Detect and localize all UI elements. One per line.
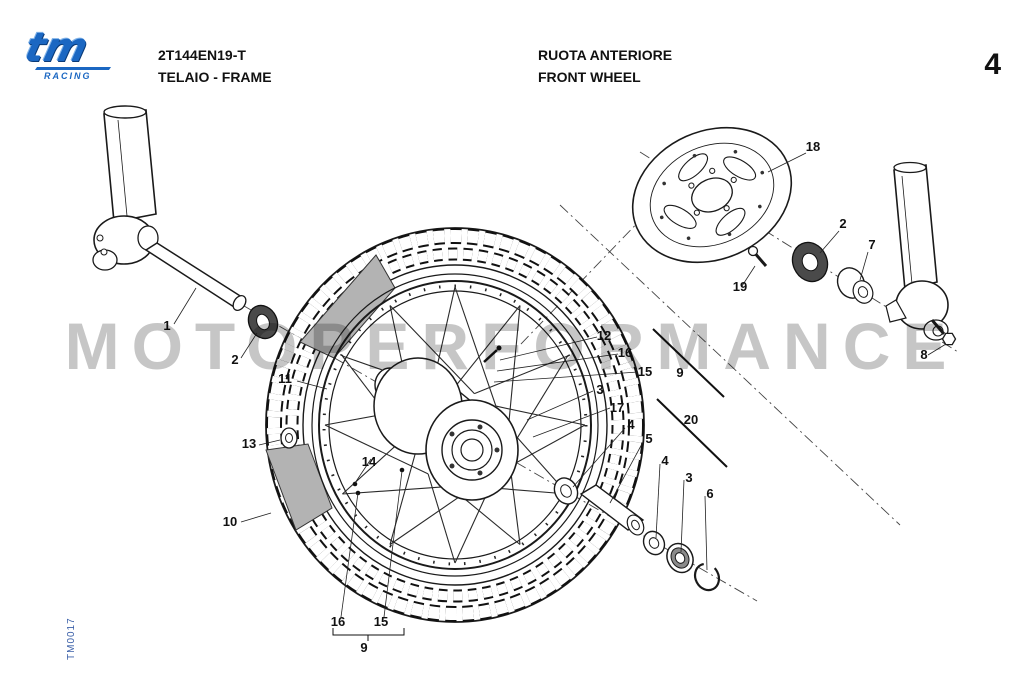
spoke-nipples xyxy=(352,345,502,496)
right-fork-leg xyxy=(885,161,949,341)
callout-2-right: 2 xyxy=(839,216,846,231)
left-fork-leg xyxy=(92,105,159,271)
document-code: 2T144EN19-T xyxy=(158,47,246,63)
bottom-brace xyxy=(332,628,405,641)
spoke-nipple-ring xyxy=(322,284,588,566)
axle-bolt xyxy=(930,319,957,346)
rim-outer xyxy=(318,280,592,570)
hub-internals-chain xyxy=(553,477,721,592)
bushing-7 xyxy=(836,267,874,304)
tire-knob-ring-inner-fill xyxy=(287,249,623,601)
callout-8: 8 xyxy=(920,347,927,362)
page-title-italian: RUOTA ANTERIORE xyxy=(538,47,673,63)
callout-17: 17 xyxy=(610,400,624,415)
front-wheel xyxy=(265,227,645,623)
callout-2-left: 2 xyxy=(231,352,238,367)
small-spacer-13 xyxy=(280,427,298,449)
callout-15-right: 15 xyxy=(638,364,652,379)
callout-14: 14 xyxy=(362,454,377,469)
callout-9-bottom: 9 xyxy=(360,640,367,655)
left-axle-spacer xyxy=(247,304,279,340)
callout-4-lower: 4 xyxy=(661,453,669,468)
right-axle-spacer xyxy=(791,241,829,283)
long-diagonal-axis-line xyxy=(559,204,901,526)
callout-9-right: 9 xyxy=(676,365,683,380)
callout-20: 20 xyxy=(684,412,698,427)
bracket-group-20 xyxy=(656,398,728,468)
callout-13: 13 xyxy=(242,436,256,451)
callout-1: 1 xyxy=(163,318,170,333)
callout-7: 7 xyxy=(868,237,875,252)
tm-racing-logo: tm RACING xyxy=(20,25,136,81)
group-bracket-lines xyxy=(652,328,728,468)
callout-3-upper: 3 xyxy=(596,382,603,397)
bracket-group-9 xyxy=(652,328,725,398)
rim-bead-line xyxy=(311,273,599,577)
disc-center-hole xyxy=(691,177,733,213)
callout-11: 11 xyxy=(278,371,292,386)
callout-5: 5 xyxy=(645,431,652,446)
callout-4-upper: 4 xyxy=(627,417,635,432)
caliper-mount-tab xyxy=(885,299,907,323)
disc-bolt xyxy=(747,245,768,267)
brake-disc xyxy=(631,126,793,264)
callout-18: 18 xyxy=(806,139,820,154)
callout-15-bottom: 15 xyxy=(374,614,388,629)
logo-racing-text: RACING xyxy=(44,71,92,81)
tire-sidewall-line xyxy=(302,264,608,586)
wheel-hub xyxy=(373,357,519,501)
callout-12: 12 xyxy=(597,328,611,343)
front-axle xyxy=(144,242,247,311)
page-number: 4 xyxy=(984,48,1001,81)
callout-16-bottom: 16 xyxy=(331,614,345,629)
callout-labels: 1 2 11 13 14 10 16 15 9 12 16 15 9 3 17 … xyxy=(163,139,927,655)
circlip-6 xyxy=(693,562,721,592)
page-title-english: FRONT WHEEL xyxy=(538,69,641,85)
callout-16-right: 16 xyxy=(618,345,632,360)
callout-19: 19 xyxy=(733,279,747,294)
tire-knob-ring-outer-fill xyxy=(268,230,642,620)
leader-lines xyxy=(173,152,947,618)
callout-3-lower: 3 xyxy=(685,470,692,485)
callout-10: 10 xyxy=(223,514,237,529)
section-title: TELAIO - FRAME xyxy=(158,69,272,85)
callout-6: 6 xyxy=(706,486,713,501)
hub-axle-bore xyxy=(460,438,484,462)
rim-inner xyxy=(328,290,582,560)
